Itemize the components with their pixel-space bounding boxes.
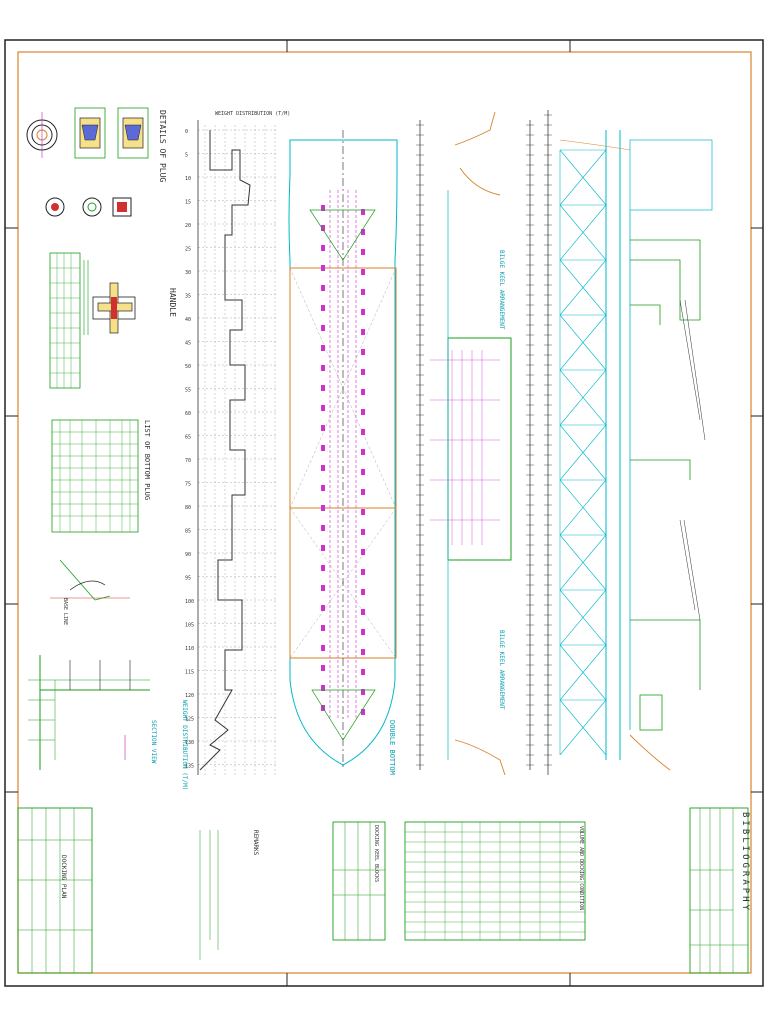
frame-number: 20	[185, 223, 191, 229]
frame-number: 40	[185, 317, 191, 323]
frame-number: 0	[185, 129, 188, 135]
frame-number: 15	[185, 200, 191, 206]
section-a-label: HANDLE	[168, 288, 177, 317]
keel-line-label: BASE LINE	[62, 598, 68, 625]
frame-number: 50	[185, 364, 191, 370]
frame-number: 130	[185, 740, 194, 746]
title-block-right: BIBLIOGRAPHY	[689, 807, 750, 974]
ship-profile	[544, 110, 713, 775]
frame-number: 110	[185, 646, 194, 652]
midship-section: SECTION VIEW	[28, 655, 157, 770]
remarks-heading: REMARKS	[252, 830, 259, 856]
frame-number: 120	[185, 693, 194, 699]
frame-number: 95	[185, 576, 191, 582]
details-of-plug-label: DETAILS OF PLUG	[158, 110, 167, 182]
weight-distribution-title: WEIGHT DISTRIBUTION (T/M)	[215, 111, 290, 117]
bottom-plug-table: LIST OF BOTTOM PLUG	[51, 419, 151, 533]
bibliography-title: BIBLIOGRAPHY	[740, 812, 750, 913]
volume-table: VOLUME AND DOCKING CONDITION	[404, 821, 586, 941]
outer-frame	[4, 39, 764, 987]
frame-number: 80	[185, 505, 191, 511]
frame-number: 105	[185, 623, 194, 629]
double-bottom-plan: DOUBLE BOTTOM	[288, 130, 398, 775]
section-view-label: SECTION VIEW	[150, 720, 157, 764]
frame-number: 125	[185, 717, 194, 723]
frame-number: 60	[185, 411, 191, 417]
frame-number: 65	[185, 435, 191, 441]
inner-border	[17, 51, 752, 974]
plug-details: DETAILS OF PLUG	[26, 107, 167, 217]
keel-blocks-label: DOCKING KEEL BLOCKS	[373, 825, 379, 882]
volume-header: VOLUME AND DOCKING CONDITION	[578, 826, 584, 910]
frame-number: 25	[185, 247, 191, 253]
bilge-keel-label-bottom: BILGE KEEL ARRANGEMENT	[498, 630, 505, 710]
double-bottom-label: DOUBLE BOTTOM	[388, 720, 396, 775]
frame-number: 10	[185, 176, 191, 182]
cruciform-detail: HANDLE	[92, 282, 177, 334]
bilge-keel-sketch: BASE LINE	[50, 559, 130, 625]
frame-number: 45	[185, 341, 191, 347]
bilge-keel-arrangement: BILGE KEEL ARRANGEMENT BILGE KEEL ARRANG…	[416, 111, 534, 776]
frame-number: 85	[185, 529, 191, 535]
frame-number: 70	[185, 458, 191, 464]
frame-number: 55	[185, 388, 191, 394]
frame-number: 5	[185, 153, 188, 159]
frame-number: 35	[185, 294, 191, 300]
weight-distribution-chart: WEIGHT DISTRIBUTION (T/M) WEIGHT DISTRIB…	[181, 111, 290, 790]
list-of-bottom-plug-label: LIST OF BOTTOM PLUG	[143, 420, 151, 500]
weight-distribution-caption: WEIGHT DISTRIBUTION (T/M)	[181, 700, 188, 790]
title-block-left: DOCKING PLAN	[17, 807, 93, 974]
frame-number: 75	[185, 482, 191, 488]
frame-number: 115	[185, 670, 194, 676]
remarks-block: REMARKS	[199, 830, 259, 960]
docking-plan-title: DOCKING PLAN	[60, 855, 67, 899]
keel-block-table: DOCKING KEEL BLOCKS	[332, 821, 386, 941]
frame-number: 135	[185, 764, 194, 770]
plug-schedule-table	[49, 252, 89, 389]
frame-number: 30	[185, 270, 191, 276]
zone-ticks	[5, 40, 763, 986]
bilge-keel-label-top: BILGE KEEL ARRANGEMENT	[498, 250, 505, 330]
frame-number: 100	[185, 599, 194, 605]
frame-number: 90	[185, 552, 191, 558]
